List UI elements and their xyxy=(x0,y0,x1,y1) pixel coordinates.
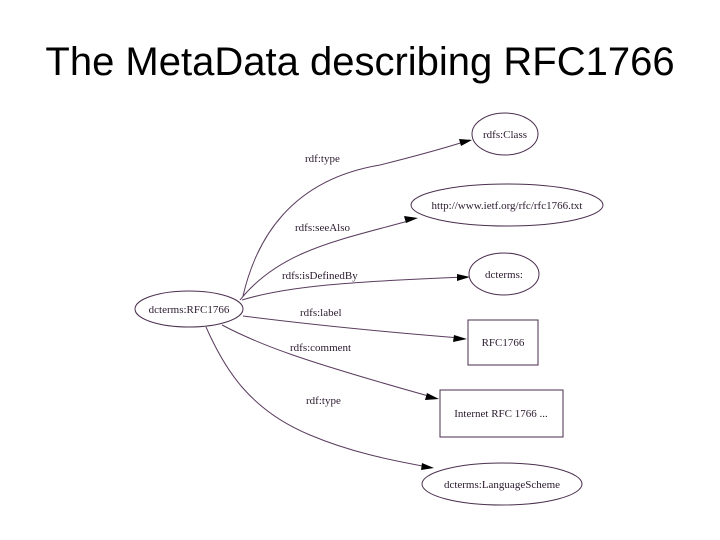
arrowhead-icon xyxy=(425,393,439,400)
arrowhead-icon xyxy=(404,216,418,223)
edge-line xyxy=(242,139,471,297)
edge-label: rdfs:isDefinedBy xyxy=(282,270,358,282)
node-dcterms: dcterms: xyxy=(468,252,540,296)
node-label: http://www.ietf.org/rfc/rfc1766.txt xyxy=(432,200,583,212)
node-comment-literal: Internet RFC 1766 ... xyxy=(439,389,564,438)
node-shape xyxy=(471,112,539,156)
arrowhead-icon xyxy=(453,335,467,342)
node-rdfs-class: rdfs:Class xyxy=(471,112,539,156)
node-shape xyxy=(467,319,539,366)
node-label: Internet RFC 1766 ... xyxy=(454,408,548,420)
node-shape xyxy=(468,252,540,296)
node-shape xyxy=(439,389,564,438)
node-label: dcterms:RFC1766 xyxy=(149,304,230,316)
edge-line xyxy=(239,219,413,301)
slide-title: The MetaData describing RFC1766 xyxy=(45,40,675,84)
edge-rdf-type-class: rdf:type xyxy=(242,139,472,297)
edge-label: rdfs:label xyxy=(300,307,342,319)
node-label: dcterms: xyxy=(485,269,523,281)
node-shape xyxy=(410,183,604,227)
node-label: RFC1766 xyxy=(482,337,525,349)
edge-rdf-type-languagescheme: rdf:type xyxy=(205,326,434,470)
edge-line xyxy=(241,276,466,301)
node-shape xyxy=(134,290,244,328)
edge-label: rdf:type xyxy=(306,395,341,407)
edge-label: rdf:type xyxy=(305,153,340,165)
node-url: http://www.ietf.org/rfc/rfc1766.txt xyxy=(410,183,604,227)
edge-line xyxy=(242,315,461,339)
edge-line xyxy=(221,324,433,398)
edge-line xyxy=(205,326,429,468)
node-source: dcterms:RFC1766 xyxy=(134,290,244,328)
arrowhead-icon xyxy=(457,274,470,281)
node-label: dcterms:LanguageScheme xyxy=(444,479,560,491)
node-label: rdfs:Class xyxy=(483,129,527,141)
node-shape xyxy=(421,462,583,506)
edge-label: rdfs:seeAlso xyxy=(295,222,350,234)
arrowhead-icon xyxy=(421,463,434,470)
node-language-scheme: dcterms:LanguageScheme xyxy=(421,462,583,506)
edge-label: rdfs:comment xyxy=(290,342,351,354)
edge-rdfs-isDefinedBy: rdfs:isDefinedBy xyxy=(241,270,470,301)
edge-rdfs-comment: rdfs:comment xyxy=(221,324,439,400)
edge-rdfs-label: rdfs:label xyxy=(242,307,467,342)
node-rfc1766-literal: RFC1766 xyxy=(467,319,539,366)
arrowhead-icon xyxy=(459,139,472,146)
edge-rdfs-seeAlso: rdfs:seeAlso xyxy=(239,216,418,301)
